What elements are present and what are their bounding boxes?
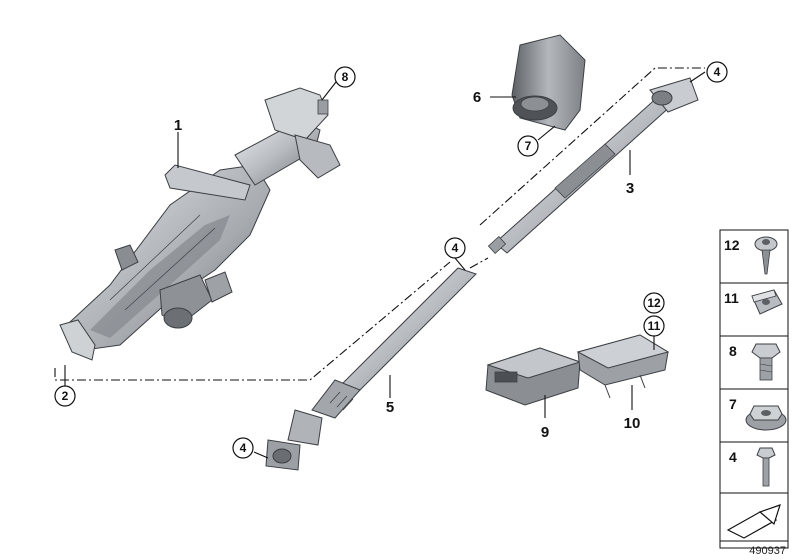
callout-8: 8 <box>342 70 349 84</box>
panel-label-7: 7 <box>729 396 737 412</box>
callout-circle-8 <box>334 66 356 88</box>
steering-column-part <box>59 87 341 361</box>
panel-cell-11 <box>719 282 789 337</box>
callout-12: 12 <box>647 296 661 310</box>
panel-label-4: 4 <box>729 449 737 465</box>
screw-icon <box>754 236 778 275</box>
callout-7: 7 <box>525 139 532 153</box>
callout-11: 11 <box>648 319 661 333</box>
callout-circle-7 <box>517 135 539 157</box>
callout-circle-4b <box>232 437 254 459</box>
panel-cell-4 <box>719 441 789 496</box>
leader-7 <box>537 125 556 141</box>
lower-shaft-part <box>265 267 477 471</box>
leader-4c <box>689 71 706 83</box>
callout-9: 9 <box>541 424 549 441</box>
leader-4b <box>253 451 269 459</box>
callout-circle-12 <box>643 292 665 314</box>
callout-5: 5 <box>386 399 394 416</box>
panel-label-12: 12 <box>724 237 740 253</box>
assembly-line-column-to-shaft <box>54 261 451 381</box>
flange-nut-icon <box>745 405 787 431</box>
callout-1: 1 <box>174 117 182 134</box>
callout-circle-11 <box>643 315 665 337</box>
callout-circle-4a <box>444 237 466 259</box>
panel-cell-12 <box>719 229 789 284</box>
callout-2: 2 <box>62 389 69 403</box>
control-module-part <box>485 347 582 406</box>
bolt-icon <box>756 447 776 487</box>
callout-circle-2 <box>54 385 76 407</box>
leader-4a <box>454 257 466 271</box>
assembly-line-lower <box>469 257 489 269</box>
assembly-line-shaft-to-shaft <box>479 67 705 226</box>
panel-label-11: 11 <box>724 290 739 306</box>
callout-4a: 4 <box>452 241 459 255</box>
callout-4b: 4 <box>240 441 247 455</box>
fastener-panel: 12 11 8 7 4 2 <box>719 229 789 549</box>
callout-circle-4c <box>706 61 728 83</box>
column-boot-part <box>511 34 586 131</box>
document-number: 490937 <box>749 545 786 557</box>
bracket-part <box>576 334 670 399</box>
upper-shaft-part <box>487 77 699 254</box>
flange-bolt-icon <box>751 343 781 381</box>
callout-10: 10 <box>624 415 641 432</box>
panel-label-8: 8 <box>729 343 737 359</box>
callout-6: 6 <box>473 89 481 106</box>
direction-arrow-icon <box>726 504 781 539</box>
callout-4c: 4 <box>714 65 721 79</box>
clip-nut-icon <box>751 289 783 315</box>
leader-8 <box>321 81 337 101</box>
callout-3: 3 <box>626 180 634 197</box>
